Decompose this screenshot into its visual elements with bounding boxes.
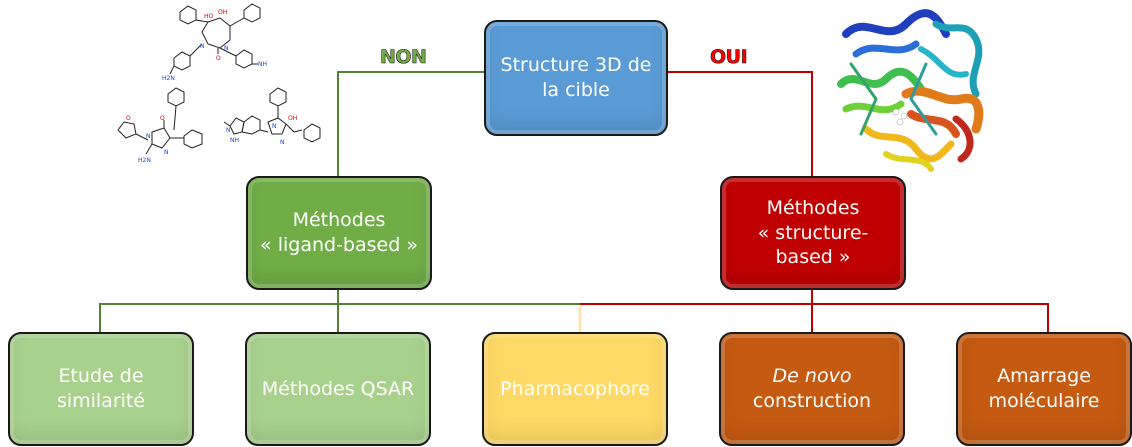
m2-nh2: H2N	[138, 157, 151, 164]
protein-structure-image	[837, 9, 984, 172]
molecule-1-structure: HO OH O N N H2N NH	[162, 3, 267, 82]
molecule-3-structure: OH N N NH N	[224, 87, 321, 146]
node-pharmacophore-label: Pharmacophore	[500, 377, 650, 400]
decision-oui-label: OUI	[710, 46, 748, 69]
node-ligand-based: Méthodes « ligand-based »	[246, 176, 432, 290]
m1-oh2: OH	[218, 9, 227, 16]
decision-non-label: NON	[380, 46, 428, 69]
node-similarite-label: Etude de similarité	[56, 365, 146, 412]
m3-n1: N	[272, 123, 277, 130]
node-qsar: Méthodes QSAR	[245, 332, 431, 446]
connector-ligand-bus	[99, 303, 580, 332]
connector-non	[337, 71, 484, 178]
m1-nh: NH	[258, 61, 267, 68]
m1-nh2: H2N	[162, 75, 175, 82]
node-structure-based-label: Méthodes « structure- based »	[757, 196, 869, 269]
connector-oui	[668, 71, 813, 178]
node-amarrage: Amarrage moléculaire	[956, 332, 1132, 446]
m2-n2: N	[164, 149, 169, 156]
m1-n1: N	[200, 43, 205, 50]
molecule-2-structure: O O N N H2N	[117, 87, 203, 164]
m2-o1: O	[126, 115, 131, 122]
m3-n3: N	[280, 139, 285, 146]
m1-n2: N	[224, 45, 229, 52]
de-novo-rest: construction	[752, 390, 872, 412]
connector-structure-bus	[580, 303, 1049, 332]
node-structure-based: Méthodes « structure- based »	[720, 176, 906, 290]
node-ligand-based-label: Méthodes « ligand-based »	[260, 209, 418, 256]
de-novo-italic: De novo	[772, 365, 852, 388]
m1-oh1: HO	[204, 13, 214, 20]
node-qsar-label: Méthodes QSAR	[261, 377, 415, 400]
node-amarrage-label: Amarrage moléculaire	[988, 365, 1100, 412]
m1-o: O	[216, 55, 221, 62]
m3-nh: NH	[230, 137, 239, 144]
node-structure-3d-label: Structure 3D de la cible	[500, 54, 652, 101]
node-similarite: Etude de similarité	[8, 332, 194, 446]
node-structure-3d: Structure 3D de la cible	[484, 20, 668, 136]
m3-oh: OH	[288, 115, 297, 122]
node-pharmacophore: Pharmacophore	[482, 332, 668, 446]
m2-n1: N	[146, 133, 151, 140]
m2-o2: O	[160, 115, 165, 122]
m3-n2: N	[226, 127, 231, 134]
